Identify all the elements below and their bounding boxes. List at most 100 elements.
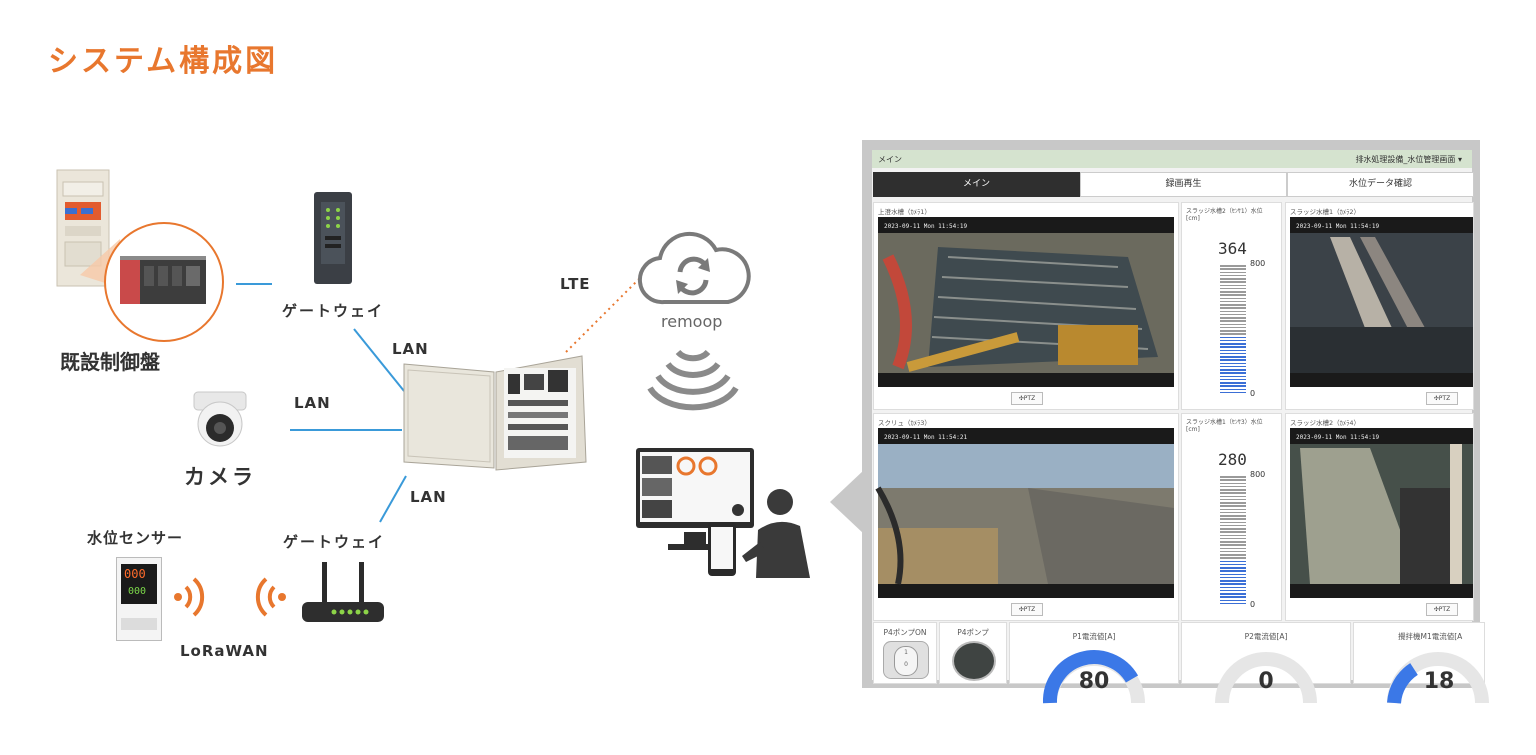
wireless-broadcast-icon <box>647 349 739 411</box>
ptz-button-2[interactable]: ✣PTZ <box>1426 392 1458 405</box>
gateway-signal-icon <box>255 577 286 617</box>
cloud-sync-icon <box>636 228 751 310</box>
pump-switch-card: P4ポンプON 1 0 <box>873 622 937 684</box>
camera-feed-1[interactable] <box>878 217 1174 387</box>
level-bar-segment <box>1220 274 1246 277</box>
level-bar-segment <box>1220 369 1246 371</box>
meter-label-2: P2電流値[A] <box>1244 632 1288 641</box>
level-bar-segment <box>1220 317 1246 319</box>
level-bar-segment <box>1220 515 1246 517</box>
camera-timestamp-3: 2023-09-11 Mon 11:54:21 <box>884 434 968 441</box>
level-bar-segment <box>1220 508 1246 511</box>
level-bar-segment <box>1220 593 1246 595</box>
camera-card-4: スラッジ水槽2（ｶﾒﾗ4） 2023-09-11 Mon 11:54:19 ✣P… <box>1285 413 1474 621</box>
camera-card-3: スクリュ（ｶﾒﾗ3） 2023-09-11 Mon 11:54:21 ✣PTZ <box>873 413 1179 621</box>
level-bar-segment <box>1220 304 1246 306</box>
control-panel-label: 既設制御盤 <box>60 350 160 374</box>
sensor-signal-icon <box>174 577 205 617</box>
level-bar-segment <box>1220 297 1246 300</box>
switch-on-text: 1 <box>904 649 908 656</box>
meter-dial-2 <box>1215 652 1317 704</box>
water-sensor-label: 水位センサー <box>87 529 184 547</box>
ptz-button-3[interactable]: ✣PTZ <box>1011 603 1043 616</box>
level-unit-2: [cm] <box>1186 426 1200 433</box>
level-bar-segment <box>1220 320 1246 322</box>
camera-feed-2[interactable] <box>1290 217 1473 387</box>
level-bar-segment <box>1220 534 1246 537</box>
level-bar-segment <box>1220 375 1246 378</box>
level-bar-segment <box>1220 265 1246 267</box>
ptz-button-1[interactable]: ✣PTZ <box>1011 392 1043 405</box>
level-bar-segment <box>1220 495 1246 498</box>
level-bar-segment <box>1220 333 1246 335</box>
level-bar-segment <box>1220 537 1246 540</box>
camera-timestamp-4: 2023-09-11 Mon 11:54:19 <box>1296 434 1380 441</box>
level-title-2: スラッジ水槽1（ｾﾝｻ3）水位 <box>1186 419 1263 426</box>
plc-zoom-circle <box>104 222 224 342</box>
camera-label: カメラ <box>184 465 256 489</box>
level-card-2: スラッジ水槽1（ｾﾝｻ3）水位 [cm] 280 800 0 <box>1181 413 1282 621</box>
camera-feed-4[interactable] <box>1290 428 1473 598</box>
pump-switch-label: P4ポンプON <box>883 628 927 637</box>
monitor-image <box>634 446 756 552</box>
callout-pointer <box>830 470 864 534</box>
screen-header-right[interactable]: 排水処理設備_水位管理画面 ▾ <box>1355 155 1462 164</box>
level-bar-segment <box>1220 602 1246 605</box>
level-bar-segment <box>1220 567 1246 569</box>
pump-lamp-card: P4ポンプ <box>939 622 1007 684</box>
gateway-top-label: ゲートウェイ <box>282 302 385 320</box>
level-bar-segment <box>1220 547 1246 550</box>
lte-label: LTE <box>560 275 591 293</box>
lorawan-label: LoRaWAN <box>180 642 269 660</box>
level-bar-segment <box>1220 599 1246 602</box>
gateway-bottom-label: ゲートウェイ <box>283 533 386 551</box>
level-bar-segment <box>1220 505 1246 507</box>
level-bar-segment <box>1220 502 1246 504</box>
sensor-display-top: 000 <box>124 567 146 581</box>
monitoring-screen: メイン 排水処理設備_水位管理画面 ▾ メイン 録画再生 水位データ確認 上澄水… <box>872 150 1489 704</box>
tab-water-data[interactable]: 水位データ確認 <box>1287 172 1474 197</box>
level-bar-segment <box>1220 498 1246 501</box>
level-bar-segment <box>1220 281 1246 283</box>
camera-title-4: スラッジ水槽2（ｶﾒﾗ4） <box>1290 419 1361 427</box>
level-bar-segment <box>1220 557 1246 559</box>
level-bar-segment <box>1220 287 1246 290</box>
sensor-display-bottom: 000 <box>128 586 147 597</box>
smartphone-image <box>708 522 736 576</box>
tab-recording[interactable]: 録画再生 <box>1080 172 1287 197</box>
meter-dial-3 <box>1387 652 1489 704</box>
tab-main[interactable]: メイン <box>873 172 1080 197</box>
level-bar-segment <box>1220 583 1246 585</box>
level-bar-segment <box>1220 359 1246 361</box>
meter-card-3: 攪拌機M1電流値[A 18 <box>1353 622 1489 704</box>
level-bar-segment <box>1220 544 1246 546</box>
level-bar-segment <box>1220 479 1246 481</box>
connector-panel-gateway <box>236 283 272 285</box>
pump-switch-toggle[interactable]: 1 0 <box>883 641 929 679</box>
level-bar-segment <box>1220 307 1246 309</box>
level-bar-segment <box>1220 492 1246 494</box>
level-bar-segment <box>1220 346 1246 348</box>
level-bar-segment <box>1220 365 1246 368</box>
meter-label-3: 攪拌機M1電流値[A <box>1398 632 1463 641</box>
level-bar-segment <box>1220 330 1246 332</box>
level-unit-1: [cm] <box>1186 215 1200 222</box>
level-bar-segment <box>1220 284 1246 287</box>
level-bar-1 <box>1220 265 1246 395</box>
level-max-2: 800 <box>1250 470 1266 479</box>
level-bar-segment <box>1220 541 1246 543</box>
level-bar-segment <box>1220 313 1246 316</box>
level-bar-segment <box>1220 489 1246 491</box>
level-bar-segment <box>1220 339 1246 342</box>
switch-off-text: 0 <box>904 661 908 668</box>
level-min-1: 0 <box>1250 389 1256 398</box>
level-bar-segment <box>1220 550 1246 553</box>
connector-gateway2-box <box>379 475 407 523</box>
level-bar-segment <box>1220 271 1246 274</box>
camera-timestamp-2: 2023-09-11 Mon 11:54:19 <box>1296 223 1380 230</box>
camera-feed-3[interactable] <box>875 428 1174 598</box>
lan-label-3: LAN <box>410 488 447 506</box>
camera-image <box>190 390 250 450</box>
remoop-label: remoop <box>661 312 723 331</box>
ptz-button-4[interactable]: ✣PTZ <box>1426 603 1458 616</box>
